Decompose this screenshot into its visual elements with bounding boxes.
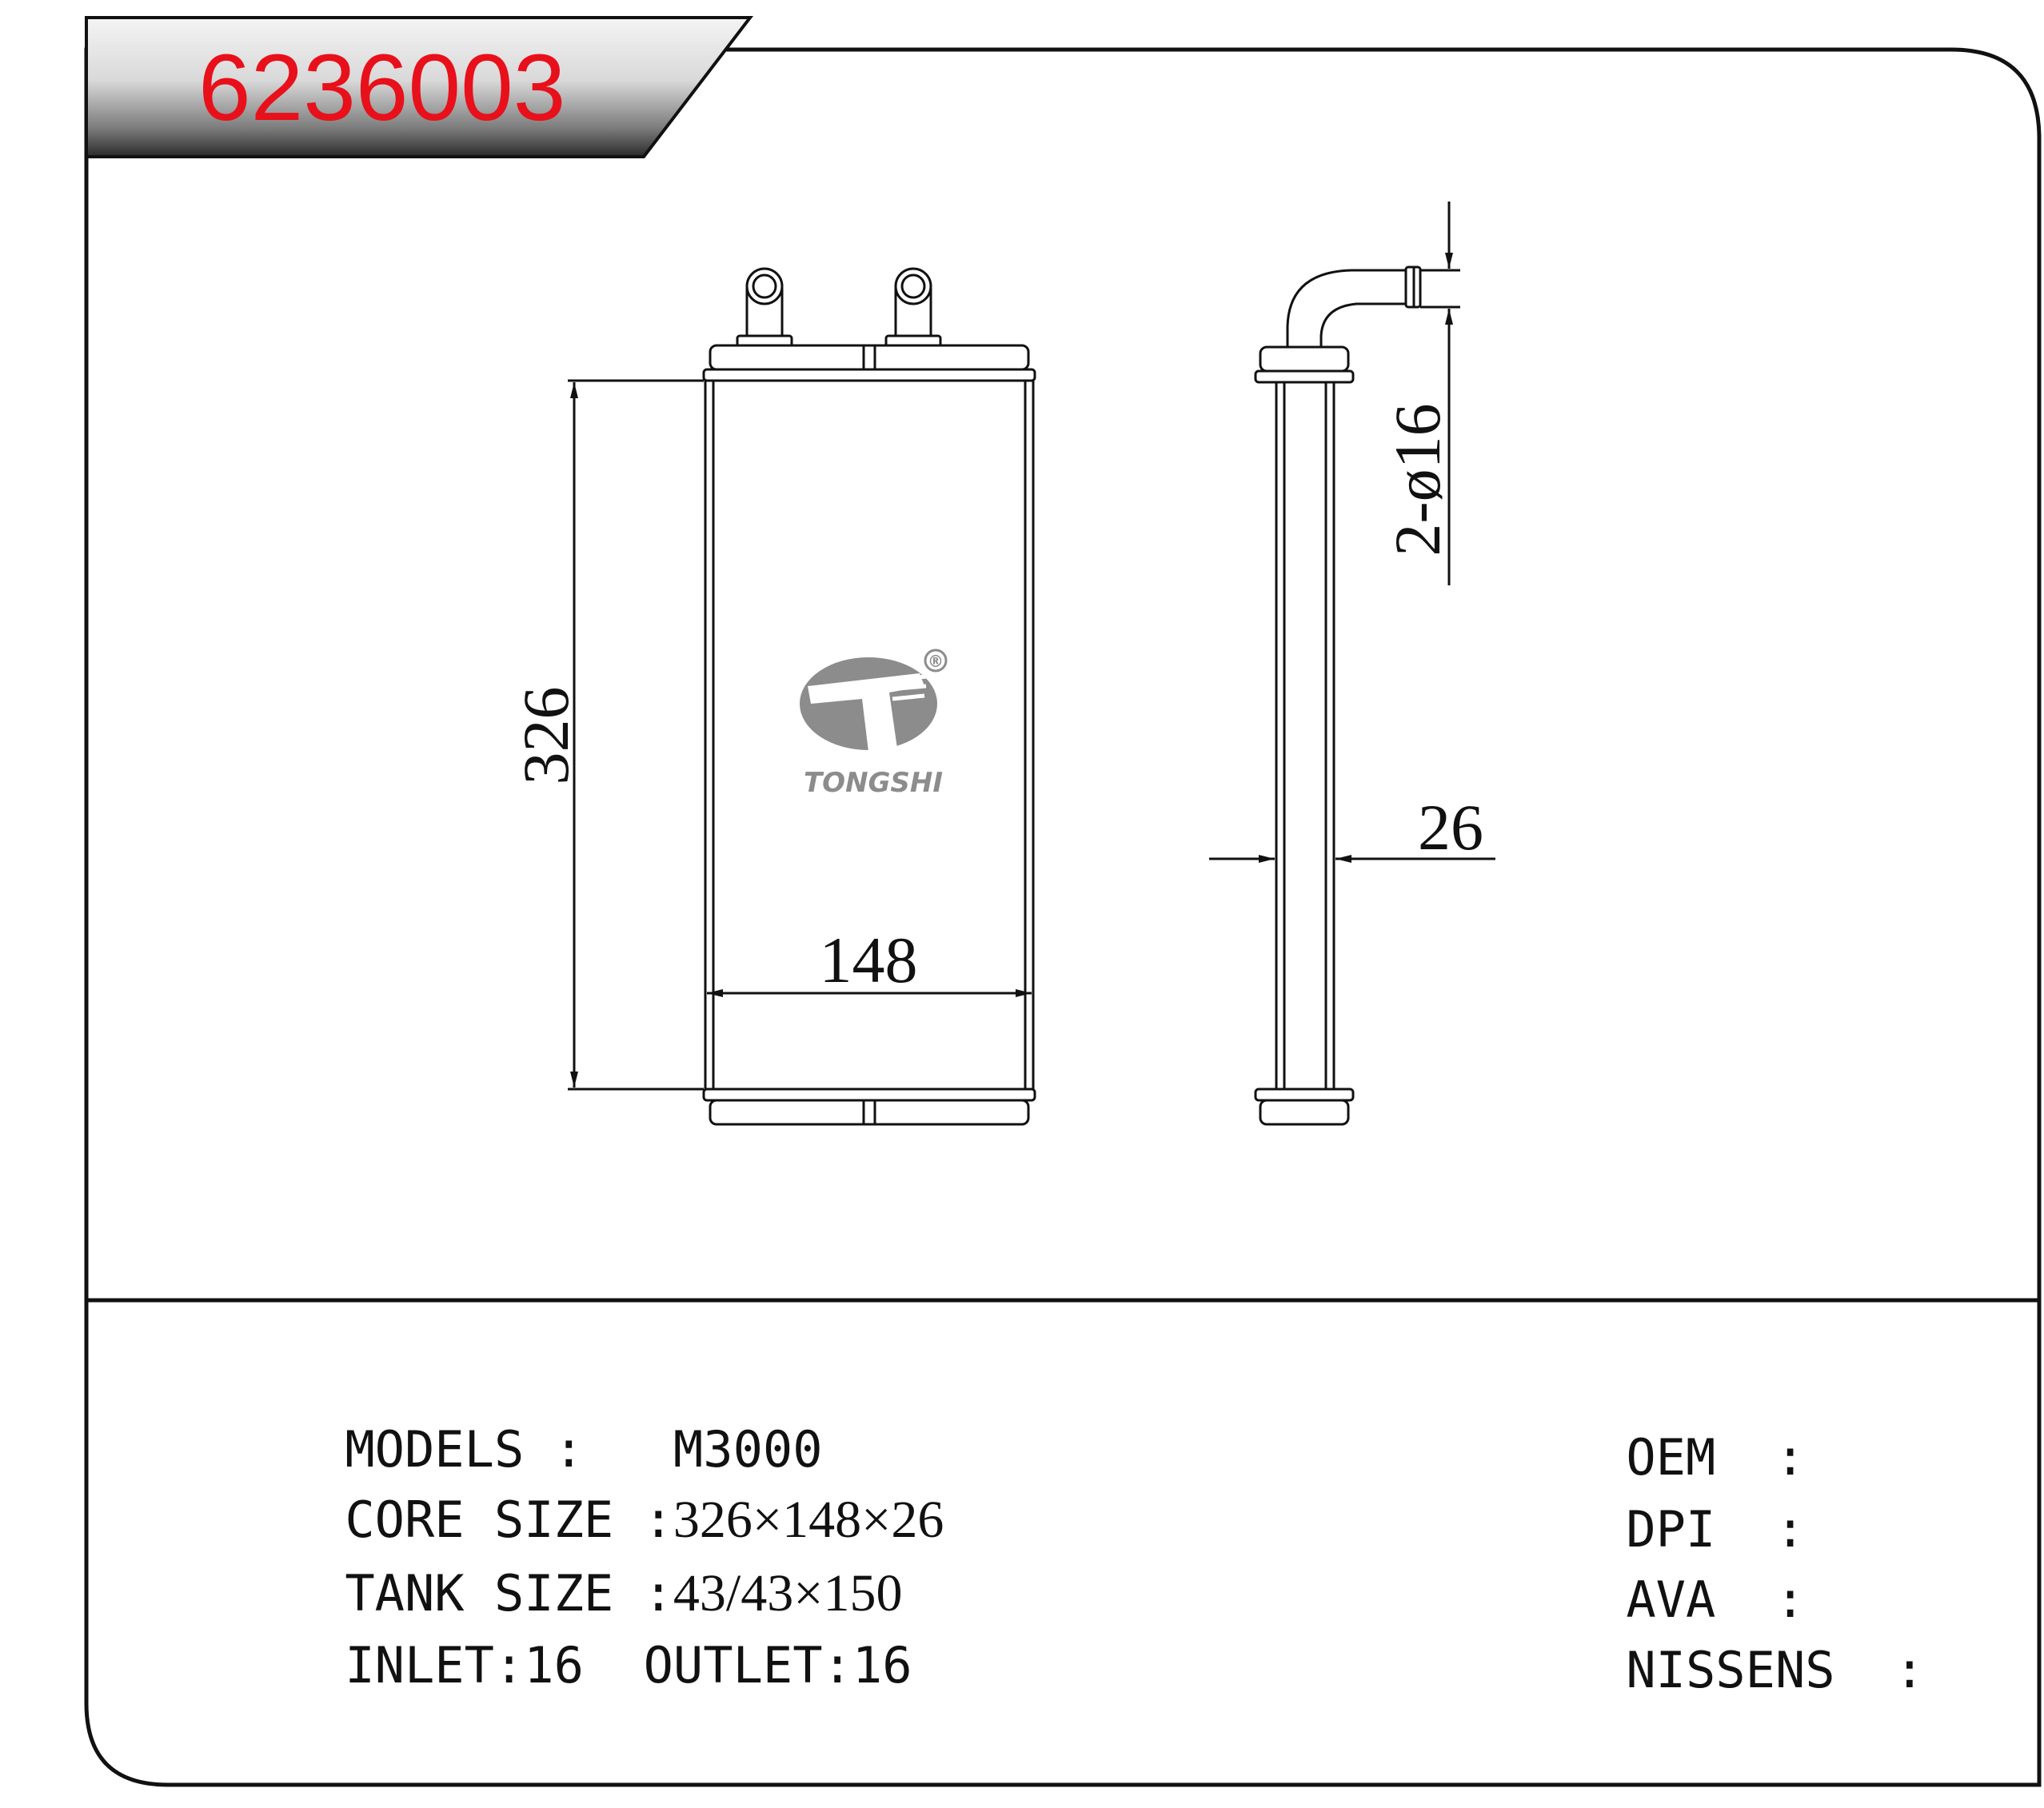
top-tank [702,344,1036,382]
outlet-pipe [884,267,942,349]
pipe-dimension [1420,202,1460,585]
brand-logo: ® TONGSHI [800,649,948,799]
tank-size-label: TANK SIZE : [345,1564,673,1622]
title-banner: 6236003 [85,16,754,158]
sheet-border [84,47,2042,1787]
inlet-value: 16 [524,1636,584,1694]
outlet-label: OUTLET: [643,1636,852,1694]
part-number: 6236003 [198,35,565,141]
pipe-dimension-label: 2-ø16 [1381,403,1454,556]
outlet-value: 16 [852,1636,912,1694]
side-core [1275,381,1335,1091]
height-dimension-label: 326 [509,687,582,785]
models-label: MODELS : [345,1420,584,1479]
ref-nissens: NISSENS : [1626,1641,1925,1699]
spec-models: MODELS : M3000 [226,1375,823,1524]
ref-oem: OEM : [1626,1428,1806,1487]
svg-text:®: ® [928,652,944,671]
tank-size-value: 43/43×150 [673,1564,903,1622]
side-pipe [1286,269,1411,347]
ava-label: AVA [1626,1571,1716,1629]
inlet-pipe [736,267,793,349]
registered-mark-icon: ® [924,649,948,673]
ref-ava: AVA : [1626,1571,1806,1629]
oem-label: OEM [1626,1428,1716,1487]
models-value: M3000 [673,1420,823,1479]
core-size-label: CORE SIZE : [345,1491,673,1549]
width-dimension-label: 148 [820,924,918,996]
bottom-tank [702,1088,1036,1126]
height-dimension [568,379,704,1091]
core-size-value: 326×148×26 [673,1491,944,1549]
inlet-label: INLET: [345,1636,525,1694]
spec-inlet-outlet: INLET:16 OUTLET:16 [226,1591,912,1740]
ref-dpi: DPI : [1626,1500,1806,1559]
logo-emblem-icon [800,657,937,752]
brand-name: TONGSHI [804,767,943,799]
dpi-label: DPI [1626,1500,1716,1559]
nissens-label: NISSENS [1626,1641,1835,1699]
side-view [1254,265,1422,1126]
thickness-dimension-label: 26 [1418,791,1483,864]
spec-core-size: CORE SIZE :326×148×26 [226,1444,944,1596]
spec-tank-size: TANK SIZE :43/43×150 [226,1518,902,1670]
